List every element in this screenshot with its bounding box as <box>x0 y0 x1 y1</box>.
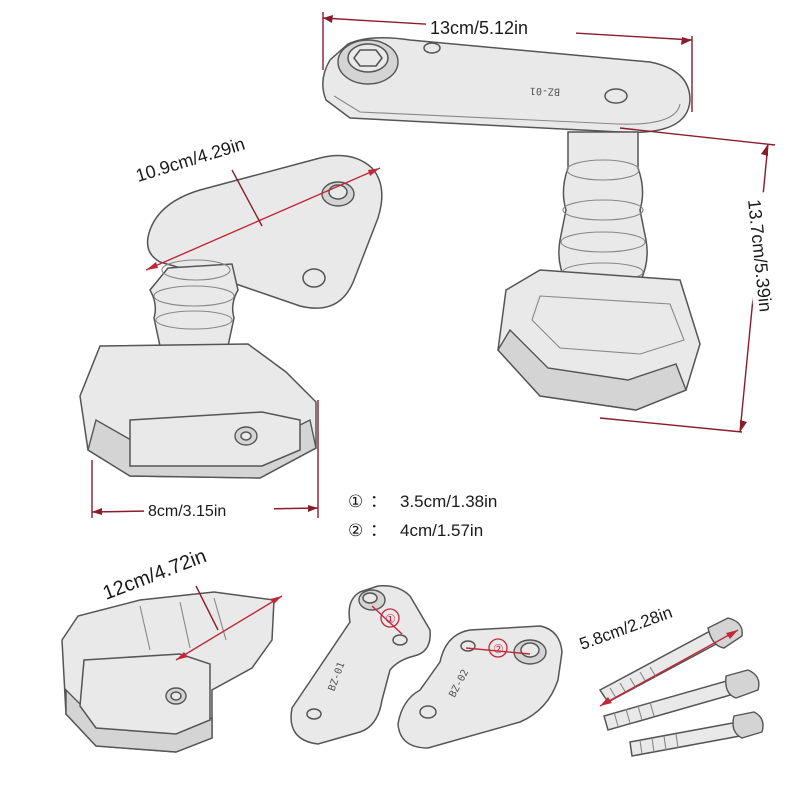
top-bracket-stamp: BZ-01 <box>530 85 560 97</box>
spacer-two-marker: ② <box>348 521 363 541</box>
bolt-one <box>598 617 743 703</box>
bolt-two <box>603 669 760 731</box>
spacer-two-value: 4cm/1.57in <box>400 521 483 540</box>
top-width-label: 13cm/5.12in <box>430 18 528 38</box>
bottom-right-bracket: BZ-02 <box>397 625 563 749</box>
middle-left-slider-assembly <box>79 154 383 479</box>
top-right-slider-assembly: BZ-01 <box>322 37 701 411</box>
bolt-set <box>598 617 764 757</box>
bolt-three <box>629 711 764 757</box>
spacer-callouts: ① ② <box>371 605 531 658</box>
spacer-one-separator: ： <box>370 492 387 512</box>
dim-top-width: 13cm/5.12in <box>322 12 693 112</box>
spacer-two-separator: ： <box>370 521 387 541</box>
bottom-left-slider-puck <box>61 591 275 753</box>
callout-two: ② <box>493 642 504 656</box>
lower-left-base-label: 8cm/3.15in <box>148 503 226 520</box>
dim-lower-left-base: 8cm/3.15in <box>91 400 319 520</box>
spacer-notes: ① ： 3.5cm/1.38in ② ： 4cm/1.57in <box>348 492 497 541</box>
spacer-one-marker: ① <box>348 492 363 512</box>
spacer-one-value: 3.5cm/1.38in <box>400 492 497 511</box>
callout-one: ① <box>385 612 396 626</box>
